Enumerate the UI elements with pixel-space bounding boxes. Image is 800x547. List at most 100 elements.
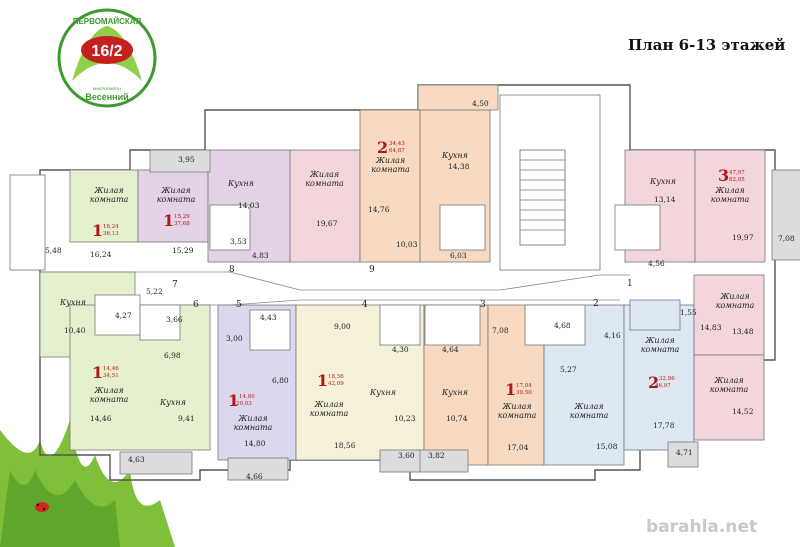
area-value: 7,08 [492,326,509,335]
svg-text:34,51: 34,51 [103,373,119,379]
area-value: 4,16 [604,331,621,340]
area-value: 14,80 [244,439,266,448]
area-value: 14,38 [448,162,470,171]
area-value: 13,48 [732,327,754,336]
svg-text:47,97: 47,97 [729,170,745,176]
svg-text:82,05: 82,05 [729,177,745,183]
area-value: 5,48 [45,246,62,255]
logo: 16/2 ПЕРВОМАЙСКАЯ МИКРОРАЙОН Весенний [52,6,162,110]
svg-text:3: 3 [718,166,729,185]
area-value: 7,08 [778,234,795,243]
corridor-number: 1 [627,279,633,289]
area-value: 14,76 [368,205,390,214]
room-label: Жилая комната [715,292,755,310]
area-value: 9,41 [178,414,195,423]
svg-text:64,87: 64,87 [389,148,405,154]
room-label: Жилая комната [89,186,129,204]
area-value: 4,64 [442,345,459,354]
area-value: 10,40 [64,326,86,335]
corridor-number: 5 [236,300,242,310]
area-value: 15,29 [172,246,194,255]
room-label: Кухня [59,298,86,307]
area-value: 5,22 [146,287,163,296]
room-label: Кухня [441,388,468,397]
area-values: 3,95 5,48 16,24 15,29 14,03 3,53 4,83 19… [45,99,795,481]
area-value: 4,56 [648,259,665,268]
area-value: 4,83 [252,251,269,260]
svg-text:29,03: 29,03 [236,401,252,407]
corridor-number: 4 [362,300,368,310]
svg-text:15,29: 15,29 [174,214,190,220]
area-value: 3,66 [166,315,183,324]
area-value: 4,30 [392,345,409,354]
logo-small-text: МИКРОРАЙОН [93,86,121,91]
corridor-number: 2 [593,299,599,309]
room-label: Жилая комната [569,402,609,420]
svg-text:14,46: 14,46 [103,366,119,372]
room-label: Кухня [227,179,254,188]
area-value: 18,56 [334,441,356,450]
room-label: Жилая комната [233,414,273,432]
room-label: Жилая комната [305,170,344,188]
area-value: 14,52 [732,407,754,416]
svg-text:2: 2 [377,138,388,157]
room-label: Жилая комната [709,376,749,394]
svg-text:1: 1 [228,391,239,410]
area-value: 19,67 [316,219,338,228]
area-value: 4,43 [260,313,277,322]
area-value: 15,08 [596,442,618,451]
area-value: 14,83 [700,323,722,332]
room-label: Жилая комната [497,402,537,420]
area-value: 14,03 [238,201,260,210]
area-value: 5,27 [560,365,577,374]
kitchen-labels: Кухня Кухня Кухня Кухня Кухня Кухня Кухн… [59,151,676,407]
room-label: Жилая комната [710,186,750,204]
room-label: Жилая комната [156,186,196,204]
room-label: Кухня [369,388,396,397]
corridor-number: 7 [172,280,178,290]
area-value: 19,97 [732,233,754,242]
area-value: 17,04 [507,443,529,452]
area-value: 14,46 [90,414,112,423]
ladybug-icon [35,502,49,512]
area-value: 9,00 [334,322,351,331]
rooms [9,84,800,481]
corridor-number: 3 [480,300,486,310]
room-label: Жилая комната [371,156,410,174]
area-value: 17,78 [653,421,675,430]
svg-text:1: 1 [163,211,174,230]
svg-text:32,86: 32,86 [659,376,675,382]
grass-decoration [0,420,175,547]
logo-number: 16/2 [91,43,122,60]
svg-text:34,43: 34,43 [389,141,405,147]
svg-text:14,80: 14,80 [239,394,255,400]
area-value: 10,74 [446,414,468,423]
corridor-numbers: 1 2 3 4 5 6 7 8 9 [172,265,633,310]
svg-text:1: 1 [317,371,328,390]
watermark: barahla.net [646,517,758,537]
area-value: 3,60 [398,451,415,460]
area-value: 10,23 [394,414,416,423]
svg-text:1: 1 [505,380,516,399]
area-value: 4,50 [472,99,489,108]
area-value: 6,03 [450,251,467,260]
area-value: 6,80 [272,376,289,385]
area-value: 3,82 [428,451,445,460]
page-title: План 6-13 этажей [628,36,786,54]
svg-text:16,24: 16,24 [103,224,119,230]
area-value: 4,71 [676,448,693,457]
logo-name: Весенний [85,92,128,102]
room-label: Жилая комната [309,400,349,418]
area-value: 4,63 [128,455,145,464]
svg-text:36,13: 36,13 [103,231,119,237]
room-label: Кухня [649,177,676,186]
room-labels: Жилая комната Жилая комната Жилая комнат… [89,156,755,432]
area-value: 16,24 [90,250,112,259]
